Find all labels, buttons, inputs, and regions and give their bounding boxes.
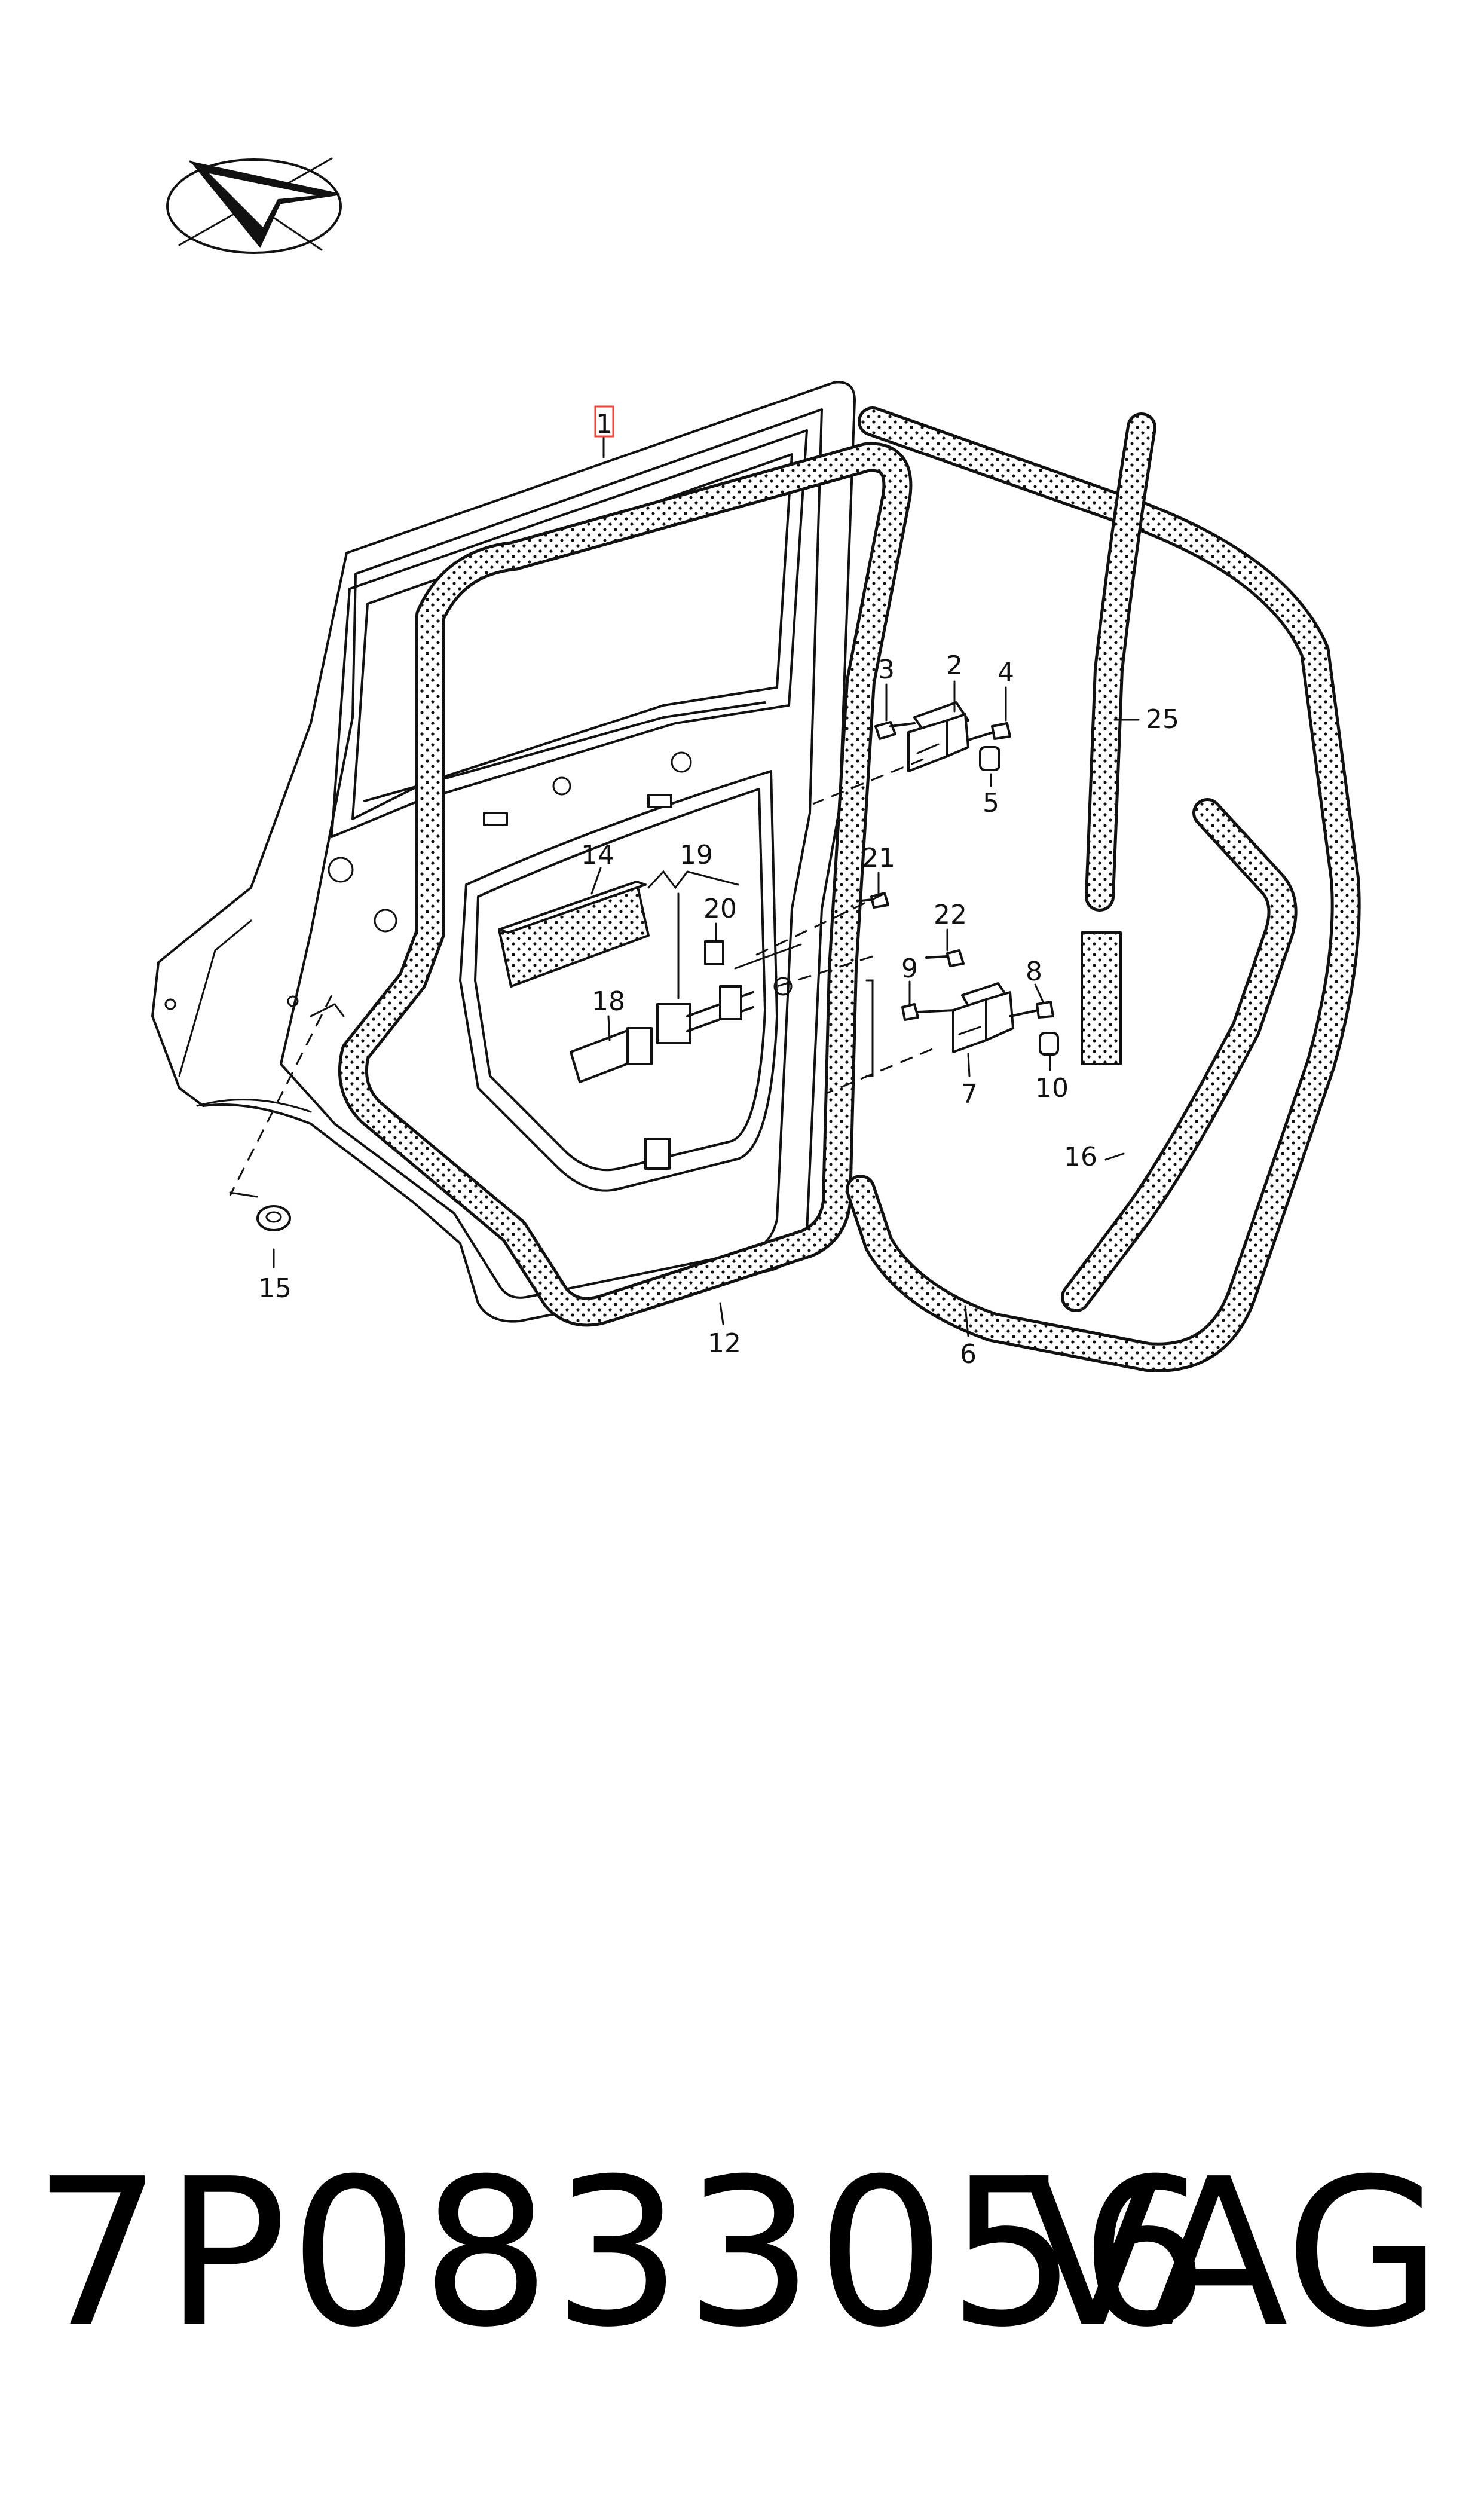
callout-15: 15	[258, 1273, 292, 1304]
exploded-parts-diagram: 1 2 3 4 5 6 7 8 9 10 12 14 15 16 18 19 2…	[151, 157, 1361, 1372]
callout-21: 21	[862, 843, 895, 873]
callout-4: 4	[998, 658, 1014, 688]
callout-14: 14	[581, 840, 614, 870]
door-shell	[151, 381, 856, 1323]
callout-1: 1	[596, 409, 613, 439]
callout-18: 18	[592, 986, 625, 1017]
callout-6: 6	[960, 1339, 977, 1369]
callout-19: 19	[680, 840, 713, 870]
lower-hinge	[859, 892, 1059, 1056]
callout-20: 20	[703, 894, 737, 924]
callout-10: 10	[1035, 1073, 1069, 1103]
callout-8: 8	[1026, 956, 1042, 987]
callout-9: 9	[901, 953, 918, 984]
highlight-box	[594, 405, 614, 438]
upper-hinge	[874, 701, 1011, 772]
part-number: 7P0833056	[33, 2135, 1211, 2372]
door-seal-texture	[341, 445, 910, 1324]
callout-16: 16	[1064, 1142, 1097, 1172]
door-check-strap	[570, 940, 802, 1083]
callout-22: 22	[934, 900, 967, 930]
plug	[256, 1205, 291, 1231]
callout-3: 3	[878, 655, 895, 685]
callout-7: 7	[961, 1079, 978, 1109]
callout-25: 25	[1146, 704, 1179, 735]
brand-label: VAG	[1023, 2135, 1442, 2372]
footer: 7P0833056 VAG	[0, 2128, 1484, 2379]
leader-lines	[273, 435, 1140, 1337]
channel-strip-end	[1081, 931, 1122, 1065]
body-seal-texture	[849, 409, 1358, 1369]
direction-arrow-icon	[166, 157, 342, 254]
callout-12: 12	[708, 1328, 741, 1359]
insulation-pad	[498, 881, 650, 988]
callout-5: 5	[983, 788, 999, 818]
assembly-lines	[229, 758, 933, 1198]
callout-2: 2	[946, 650, 963, 681]
